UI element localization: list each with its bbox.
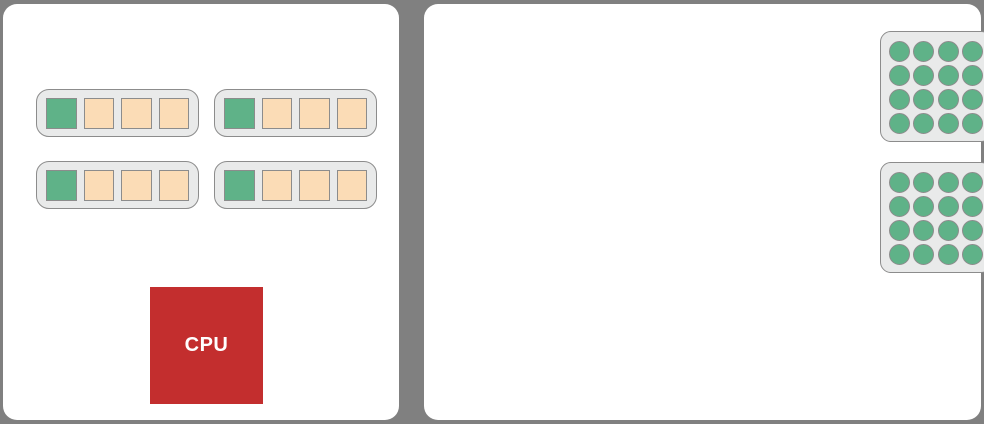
cpu-cache-cell [261, 169, 292, 201]
gpu-core-cell [889, 220, 911, 241]
cpu-cache-cell [83, 169, 114, 201]
gpu-panel: GPU [424, 4, 984, 420]
gpu-core-cell [961, 244, 983, 265]
gpu-core-group [880, 31, 984, 142]
gpu-core-cell [913, 65, 935, 86]
cpu-core-cell [46, 97, 77, 129]
gpu-core-cell [961, 113, 983, 134]
gpu-core-cell [961, 65, 983, 86]
gpu-core-cell [937, 172, 959, 193]
cpu-cache-cell [299, 97, 330, 129]
cpu-cache-cell [158, 97, 189, 129]
cpu-cache-cell [83, 97, 114, 129]
cpu-cache-cell [336, 169, 367, 201]
gpu-core-cell [937, 41, 959, 62]
gpu-core-cell [913, 89, 935, 110]
gpu-core-cell [889, 89, 911, 110]
gpu-core-cell [913, 172, 935, 193]
cpu-cache-cell [121, 97, 152, 129]
gpu-core-cell [913, 196, 935, 217]
cpu-core-cell [224, 169, 255, 201]
cpu-core-group [214, 161, 377, 209]
gpu-core-cell [889, 65, 911, 86]
cpu-cache-cell [261, 97, 292, 129]
cpu-core-group [36, 161, 199, 209]
gpu-core-cell [889, 41, 911, 62]
gpu-core-group [880, 162, 984, 273]
cpu-cache-cell [299, 169, 330, 201]
gpu-core-cell [937, 89, 959, 110]
gpu-core-cell [937, 220, 959, 241]
gpu-core-cell [889, 172, 911, 193]
cpu-label-block: CPU [150, 287, 263, 404]
cpu-core-cell [224, 97, 255, 129]
cpu-core-group [214, 89, 377, 137]
gpu-core-cell [889, 244, 911, 265]
gpu-core-cell [961, 89, 983, 110]
cpu-cache-cell [158, 169, 189, 201]
gpu-core-cell [889, 113, 911, 134]
gpu-core-cell [913, 220, 935, 241]
gpu-core-cell [889, 196, 911, 217]
cpu-panel: CPU [3, 4, 399, 420]
gpu-core-cell [913, 41, 935, 62]
gpu-core-cell [937, 244, 959, 265]
gpu-core-cell [961, 220, 983, 241]
gpu-core-cell [937, 65, 959, 86]
gpu-core-cell [937, 196, 959, 217]
gpu-core-cell [961, 41, 983, 62]
gpu-core-cell [961, 172, 983, 193]
gpu-core-cell [913, 244, 935, 265]
gpu-core-cell [937, 113, 959, 134]
cpu-core-group [36, 89, 199, 137]
cpu-core-cell [46, 169, 77, 201]
gpu-core-cell [961, 196, 983, 217]
cpu-cache-cell [121, 169, 152, 201]
gpu-core-cell [913, 113, 935, 134]
cpu-cache-cell [336, 97, 367, 129]
